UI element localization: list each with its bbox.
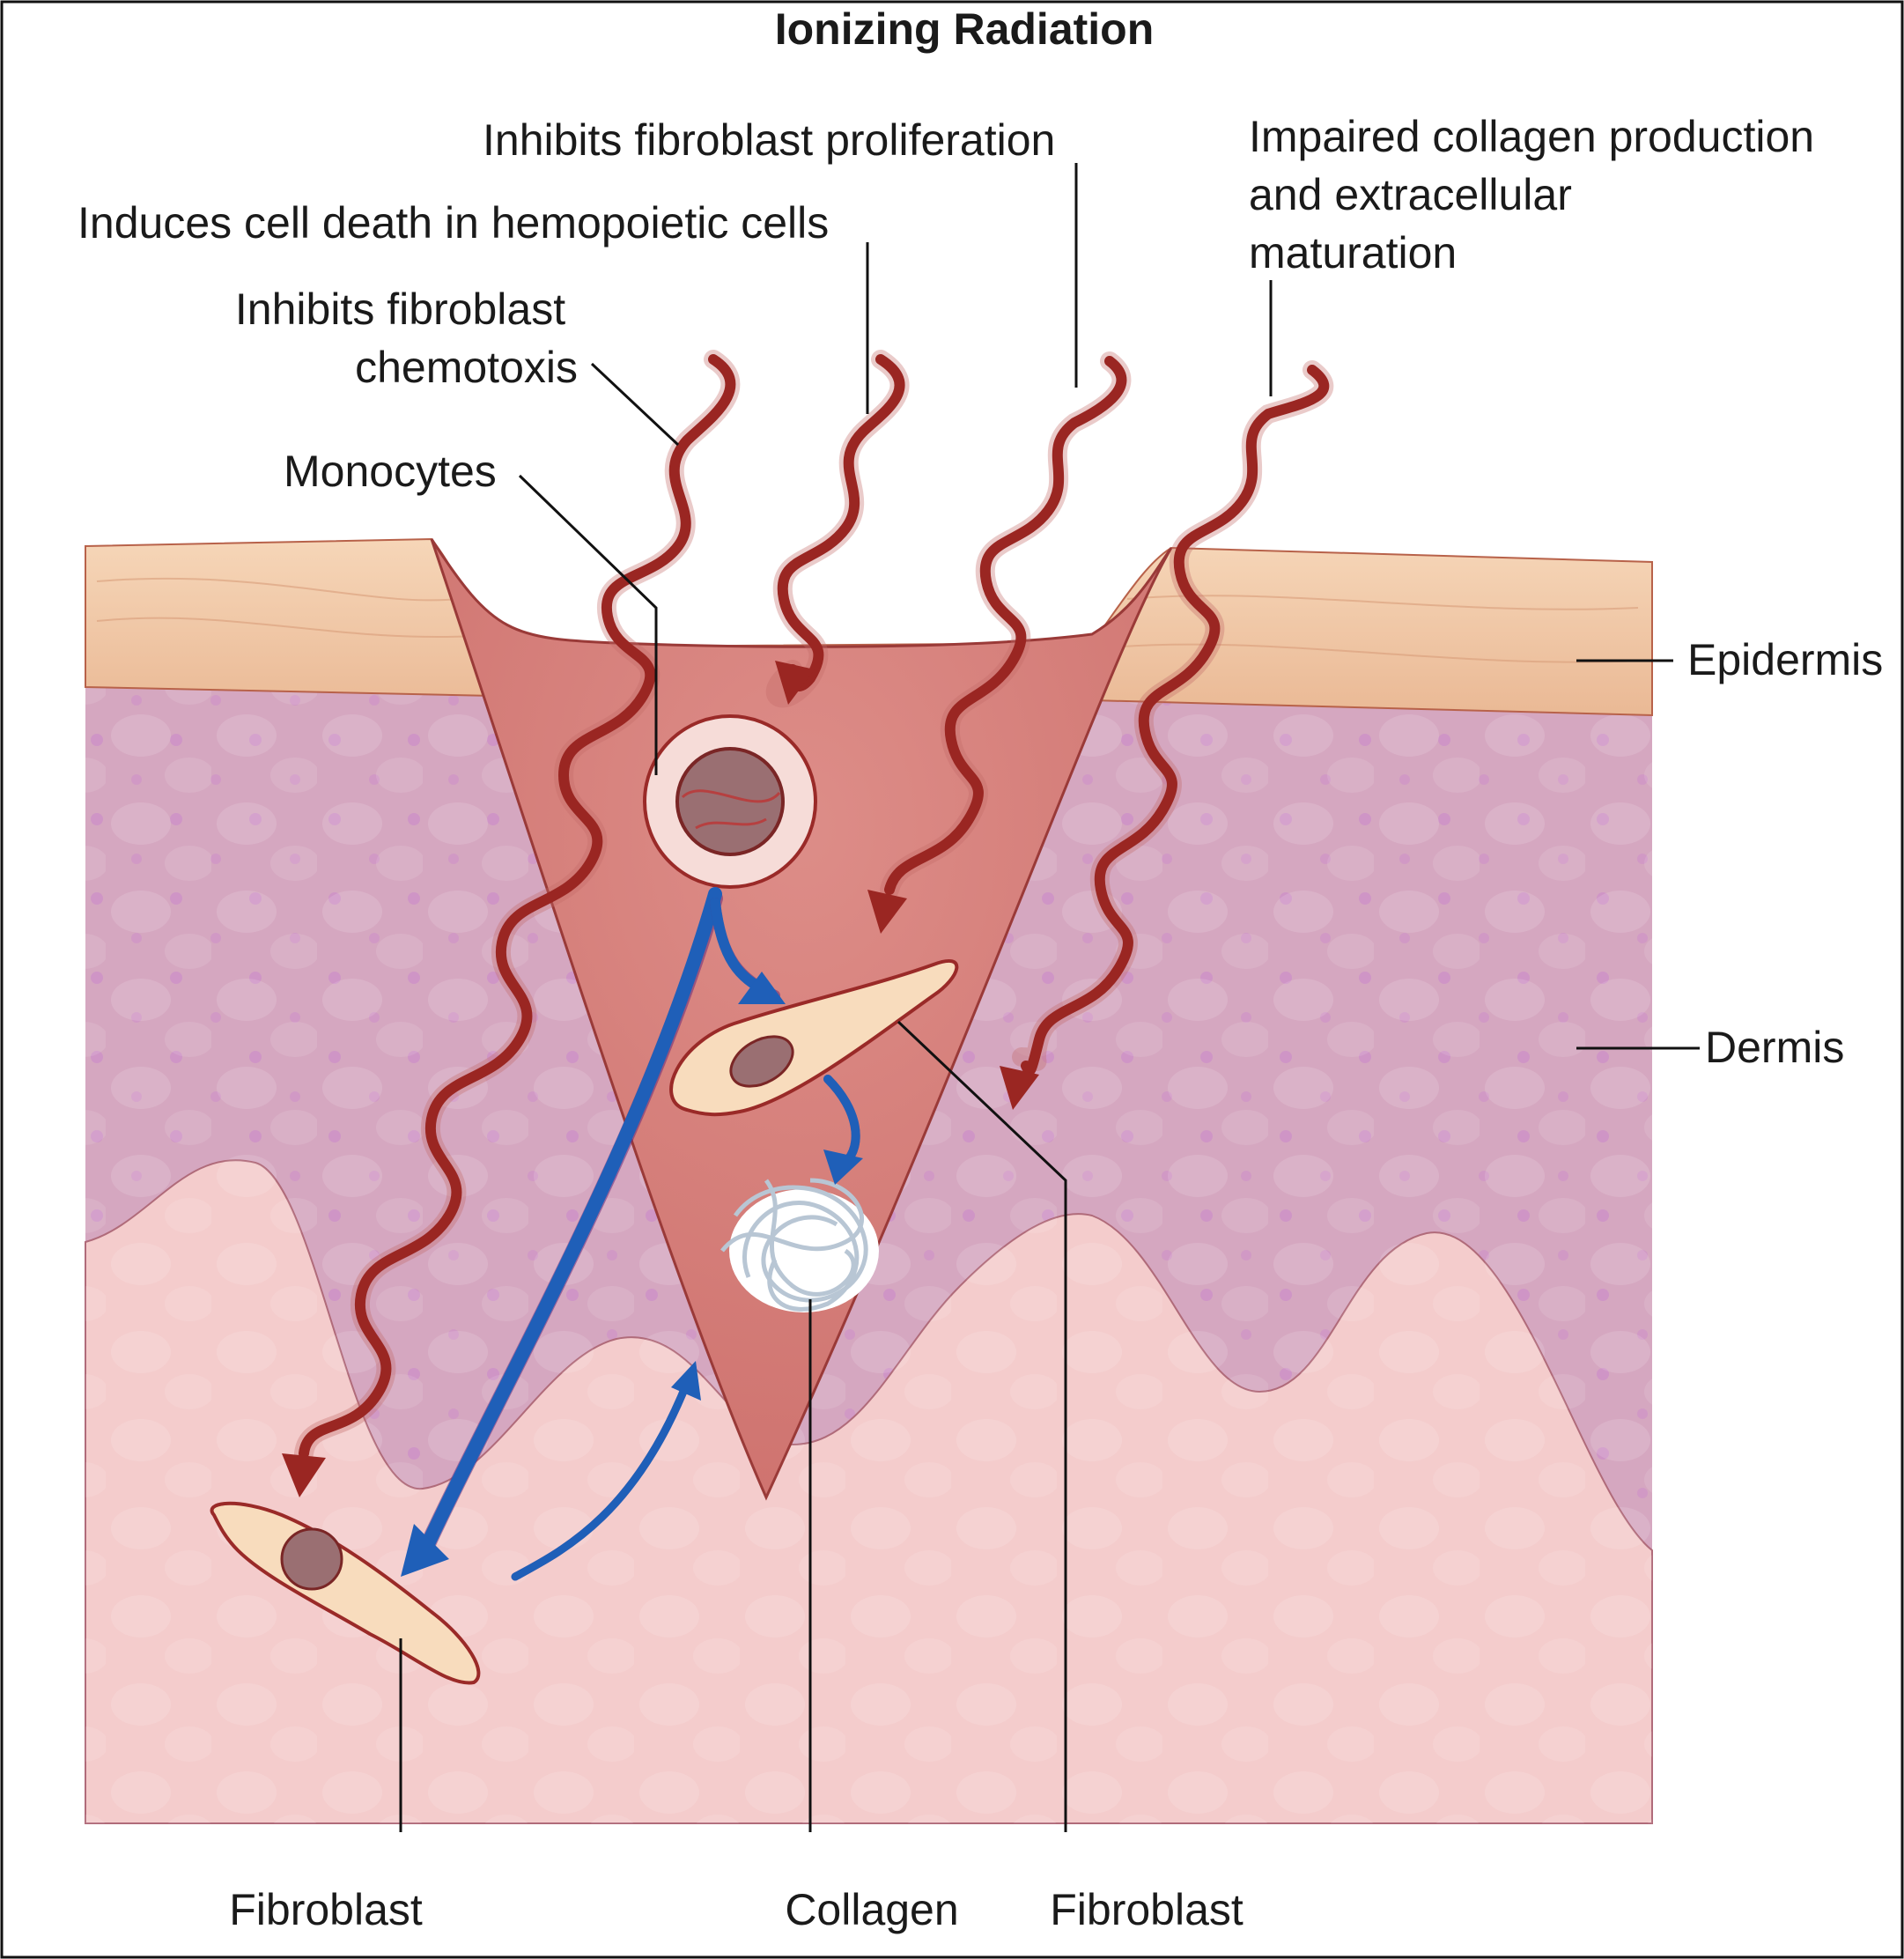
- leader-lines: [399, 163, 1700, 1832]
- skin-tissue: [85, 537, 1653, 1824]
- cell-flow-arrows: [401, 887, 863, 1581]
- radiation-waves: [282, 350, 1334, 1497]
- radiation-wave-3: [867, 351, 1132, 934]
- label-collagen: Collagen: [785, 1885, 958, 1934]
- radiation-wave-1: [282, 350, 741, 1497]
- radiation-wave-4: [1000, 360, 1334, 1110]
- label-inhibits-proliferation: Inhibits fibroblast proliferation: [483, 115, 1055, 165]
- collagen-tangle: [720, 1178, 879, 1312]
- labels: Inhibits fibroblast proliferation Induce…: [77, 112, 1883, 1934]
- label-monocytes: Monocytes: [284, 447, 497, 496]
- label-fibroblast-left: Fibroblast: [229, 1885, 423, 1934]
- label-epidermis: Epidermis: [1687, 635, 1883, 684]
- monocyte-cell: [643, 714, 817, 889]
- fibroblast-cell-dermis: [210, 1501, 481, 1685]
- label-inhibits-chemotaxis: Inhibits fibroblast chemotoxis: [235, 285, 578, 392]
- fibroblast-cell-wound: [669, 958, 959, 1117]
- label-dermis: Dermis: [1705, 1023, 1844, 1072]
- label-impaired-collagen: Impaired collagen production and extrace…: [1249, 112, 1827, 277]
- label-induces-cell-death: Induces cell death in hemopoietic cells: [77, 198, 829, 248]
- figure-title: Ionizing Radiation: [775, 4, 1155, 54]
- radiation-wave-2: [765, 350, 910, 708]
- label-fibroblast-right: Fibroblast: [1050, 1885, 1244, 1934]
